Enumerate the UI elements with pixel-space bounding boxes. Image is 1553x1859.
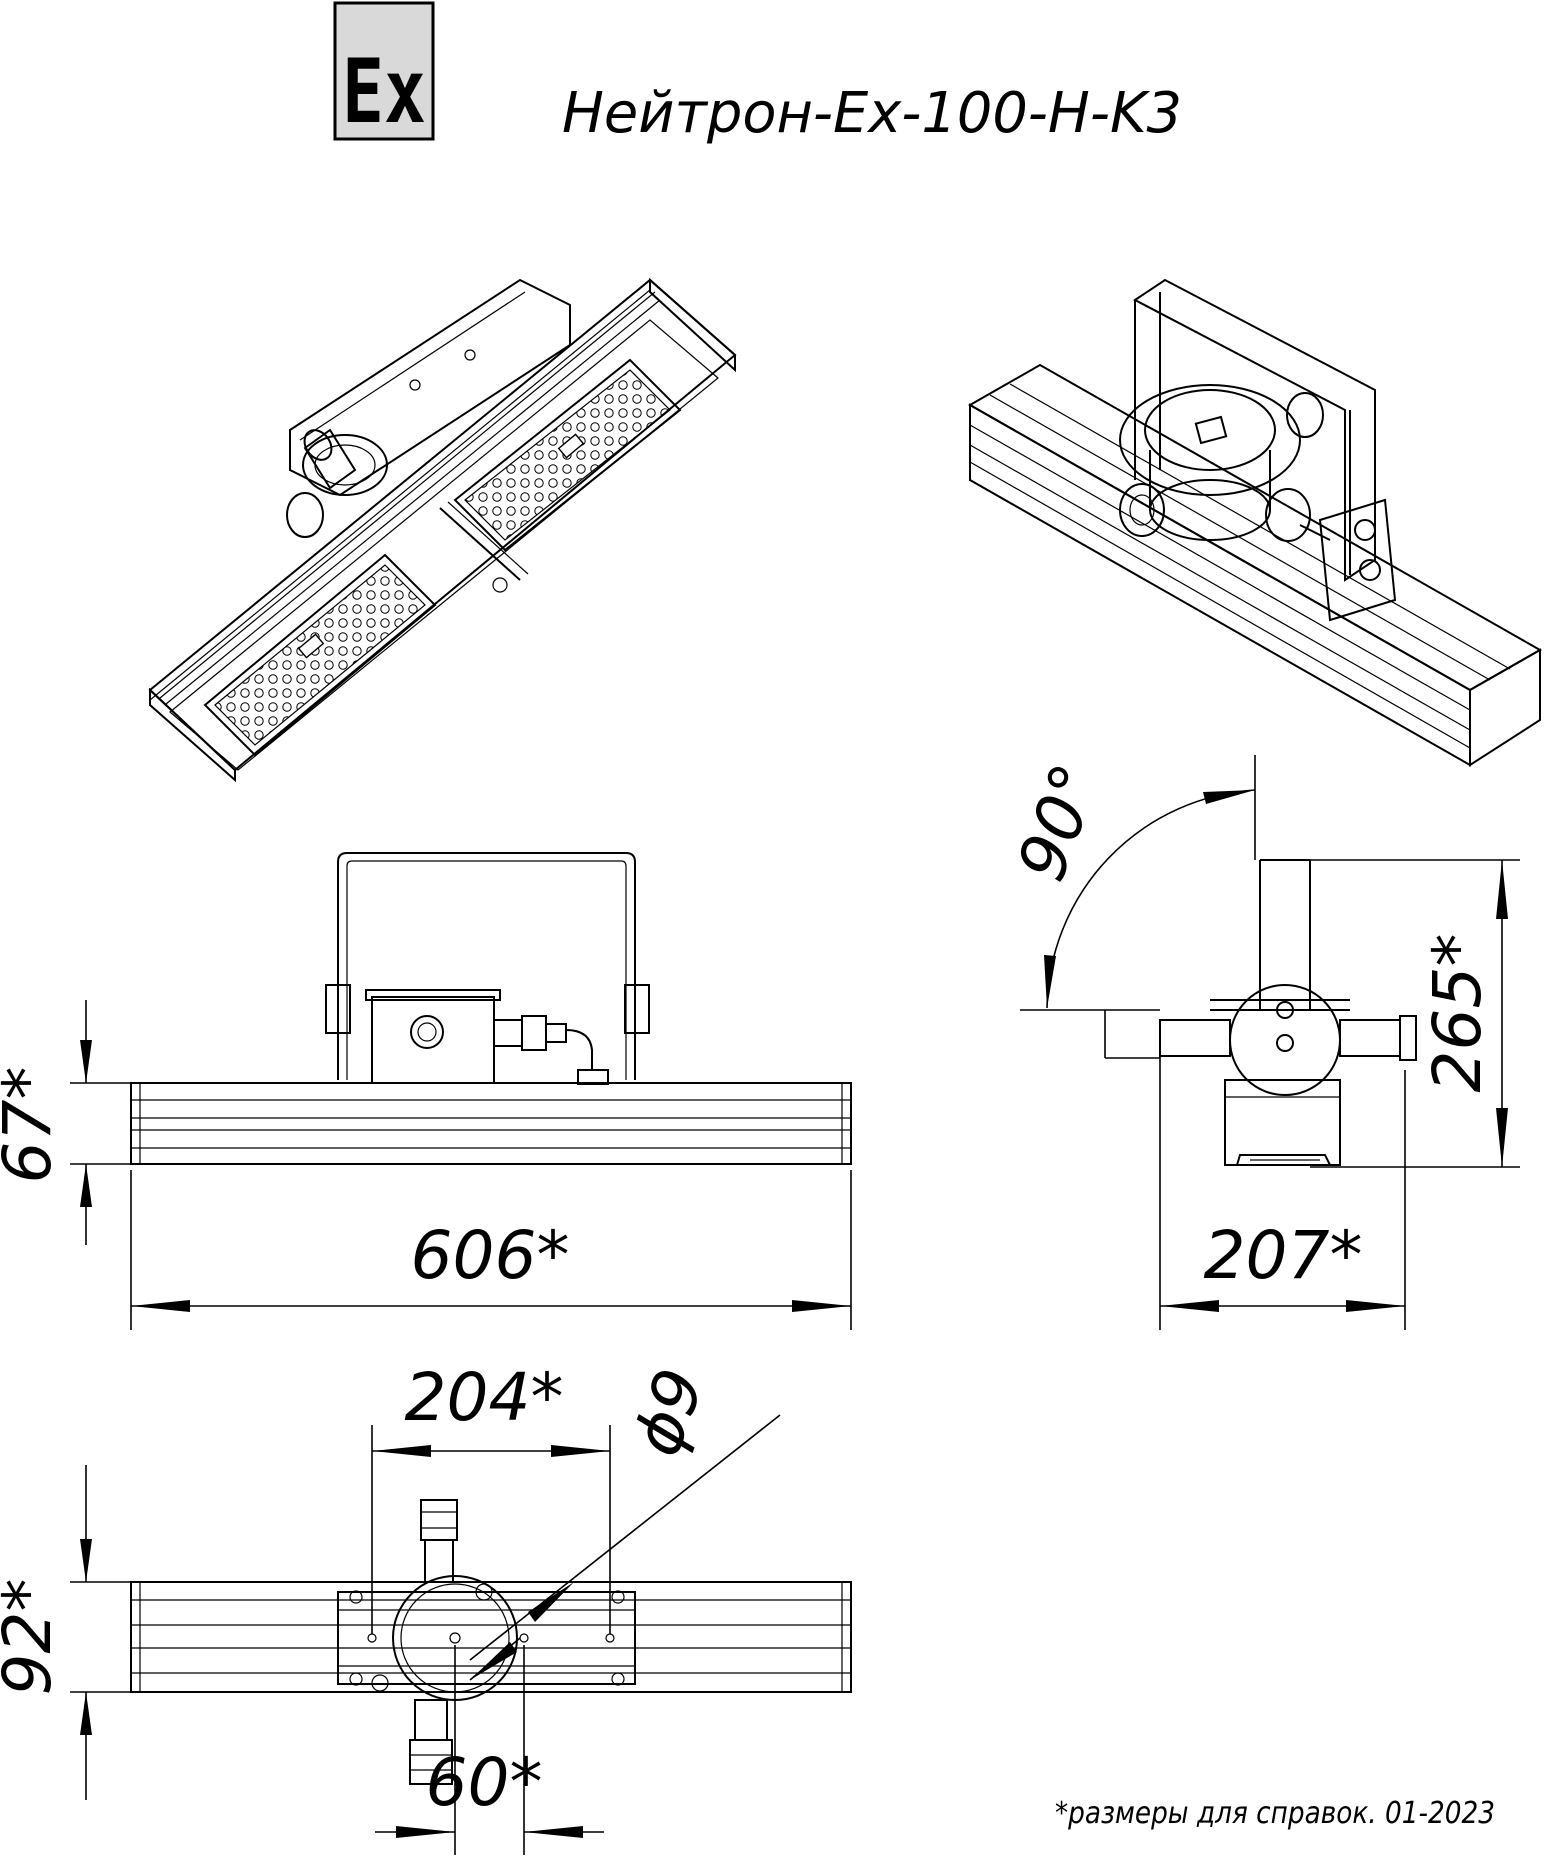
dim-text-204: 204* (405, 1359, 564, 1436)
ex-mark: Ex (333, 1, 435, 143)
dim-text-phi9: ϕ9 (618, 1359, 720, 1466)
dimension-92: 92* (0, 1465, 131, 1800)
dim-text-606: 606* (411, 1217, 570, 1294)
dimension-90-angle: 90° (1003, 754, 1256, 1059)
cable-gland-back-left (1119, 483, 1165, 537)
dimension-265: 265* (1260, 859, 1520, 1168)
isometric-view-front (148, 277, 737, 783)
top-plan-junction-box (371, 1575, 518, 1701)
dim-text-207: 207* (1204, 1217, 1363, 1294)
isometric-view-back (967, 278, 1543, 767)
dim-text-60: 60* (426, 1744, 543, 1821)
top-plan-bracket (337, 1590, 636, 1686)
end-view (1159, 859, 1417, 1166)
top-plan-gland-bottom (409, 1699, 453, 1785)
footnote: *размеры для справок. 01-2023 (1055, 1796, 1495, 1831)
top-plan-housing (130, 1581, 852, 1693)
dimension-606: 606* (130, 1170, 852, 1330)
cable-gland-back-top (1286, 392, 1324, 438)
cable-gland-left (303, 428, 357, 490)
cable-gland-back-right (1265, 488, 1331, 542)
dim-text-92: 92* (0, 1579, 66, 1696)
dim-text-265: 265* (1419, 934, 1496, 1093)
ex-mark-text: Ex (342, 40, 426, 143)
dimension-207: 207* (1159, 1030, 1406, 1330)
dimension-204: 204* (371, 1359, 611, 1634)
product-title: Нейтрон-Ex-100-H-K3 (562, 81, 1182, 146)
dim-text-67: 67* (0, 1067, 66, 1184)
side-view (130, 852, 852, 1165)
dimension-67: 67* (0, 1000, 131, 1245)
top-plan-gland-top (420, 1499, 458, 1583)
dimension-60: 60* (375, 1645, 604, 1855)
